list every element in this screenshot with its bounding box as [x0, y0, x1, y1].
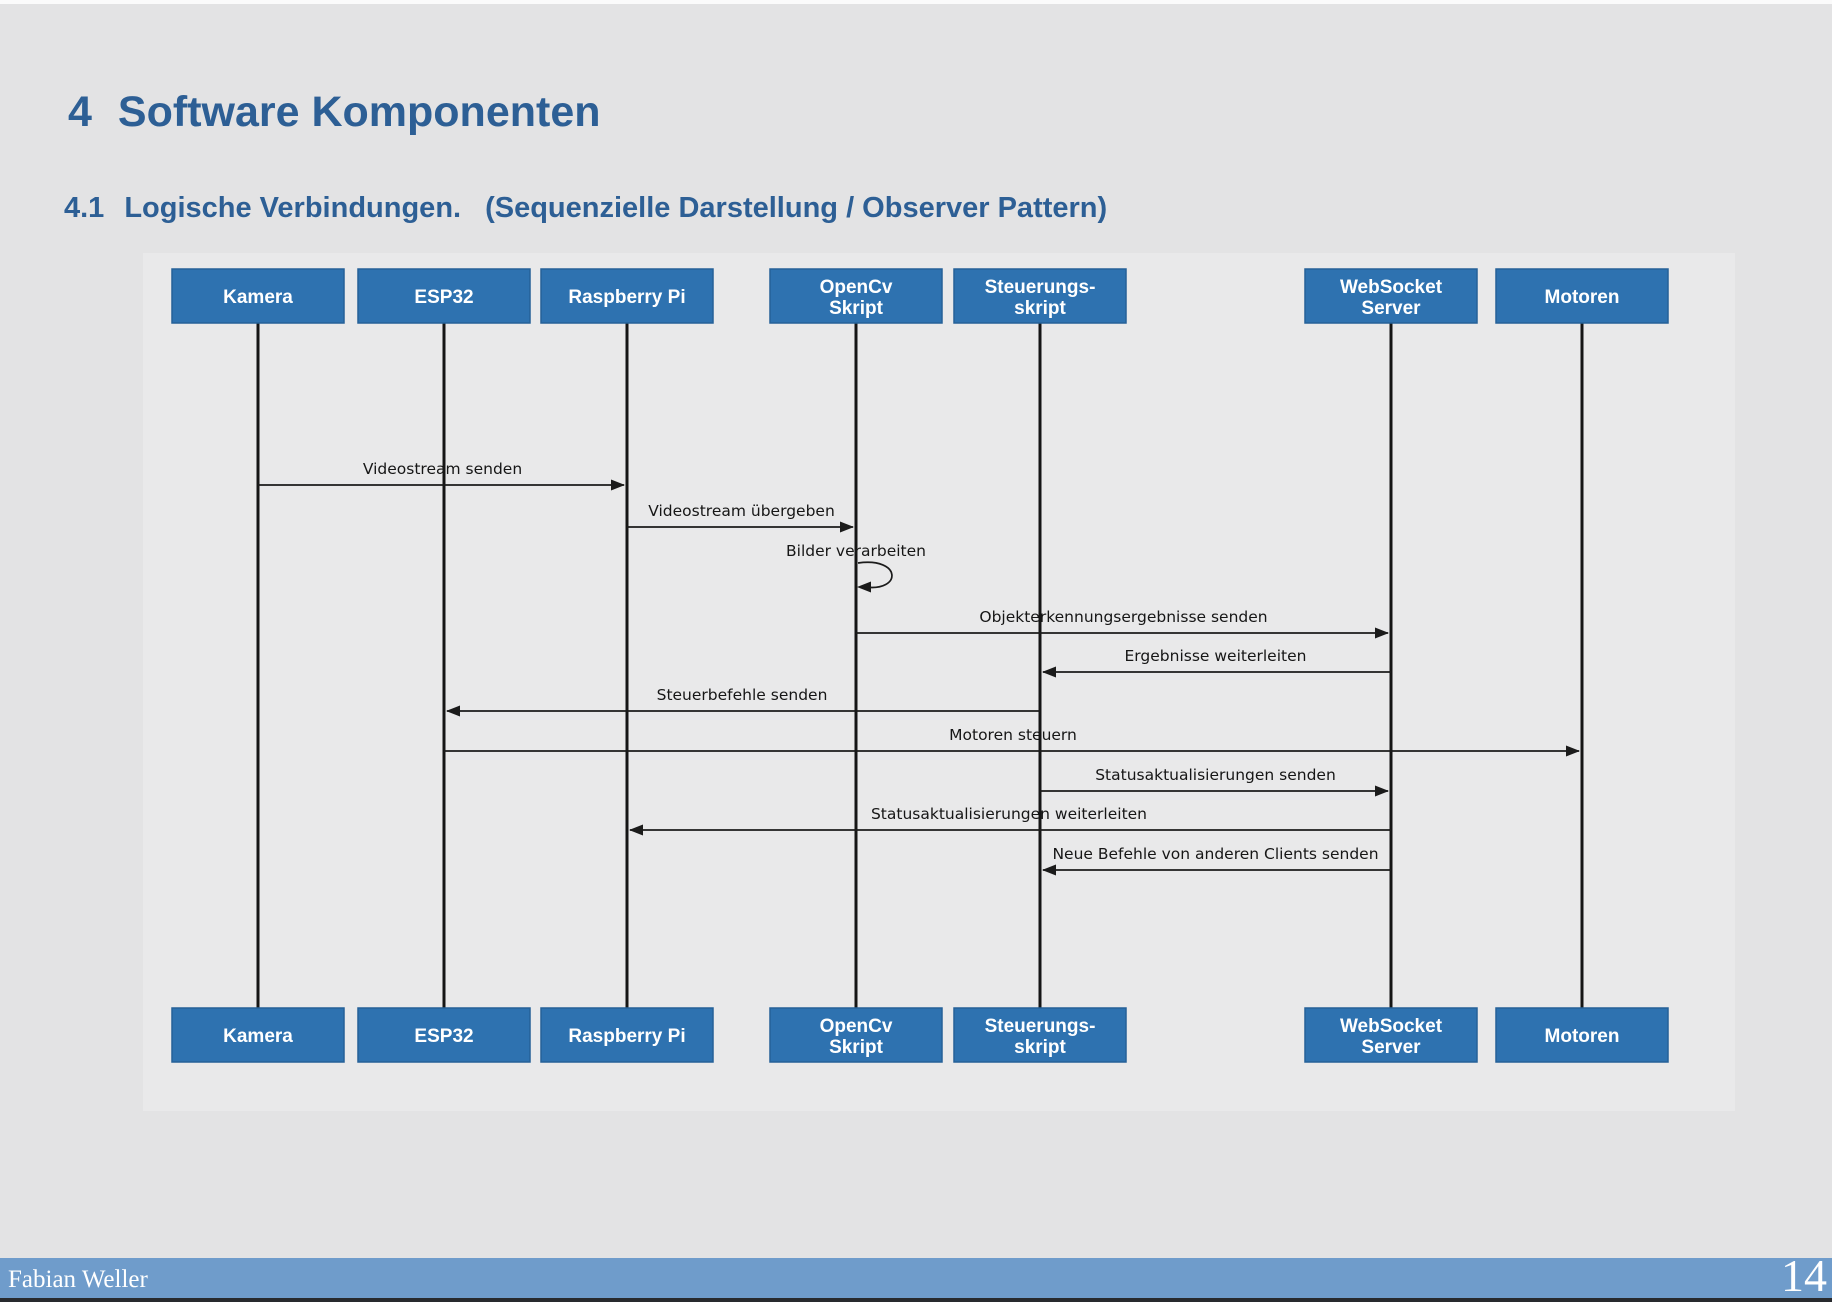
participant-box-raspberry-pi-bottom — [540, 1007, 714, 1063]
participant-box-websocket-server-bottom — [1304, 1007, 1478, 1063]
participant-label-motoren-bottom: Motoren — [1545, 1026, 1620, 1047]
self-message-loop — [857, 561, 893, 589]
participant-box-esp32-top — [357, 268, 531, 324]
participant-box-opencv-skript-top — [769, 268, 943, 324]
participant-box-kamera-bottom — [171, 1007, 345, 1063]
message-arrowhead — [1375, 785, 1389, 797]
message-label: Steuerbefehle senden — [657, 686, 828, 704]
message-arrowhead — [1566, 745, 1580, 757]
participant-label-kamera-top: Kamera — [223, 287, 293, 308]
participant-box-websocket-server-top — [1304, 268, 1478, 324]
participant-box-motoren-top — [1495, 268, 1669, 324]
participant-label-kamera-bottom: Kamera — [223, 1026, 293, 1047]
participant-box-kamera-top — [171, 268, 345, 324]
subsection-number: 4.1 — [64, 192, 105, 224]
participant-box-opencv-skript-bottom — [769, 1007, 943, 1063]
message-arrowhead — [1375, 627, 1389, 639]
participant-label-steuerungsskript-bottom: Steuerungs-skript — [985, 1016, 1096, 1058]
subsection-heading: 4.1 Logische Verbindungen. (Sequenzielle… — [64, 192, 1107, 225]
message-arrowhead — [629, 824, 643, 836]
participant-box-raspberry-pi-top — [540, 268, 714, 324]
section-title: Software Komponenten — [117, 88, 601, 136]
participant-box-steuerungsskript-bottom — [953, 1007, 1127, 1063]
participant-label-esp32-bottom: ESP32 — [414, 1026, 473, 1047]
participant-box-steuerungsskript-top — [953, 268, 1127, 324]
message-label: Videostream senden — [363, 460, 522, 478]
sequence-diagram-panel — [143, 253, 1735, 1111]
message-label: Motoren steuern — [949, 726, 1077, 744]
bottom-edge-strip — [0, 1298, 1832, 1302]
participant-label-raspberry-pi-bottom: Raspberry Pi — [568, 1026, 685, 1047]
message-arrowhead — [1042, 864, 1056, 876]
top-edge-strip — [0, 0, 1832, 4]
message-arrowhead — [611, 479, 625, 491]
section-number: 4 — [68, 88, 92, 136]
footer-page-number: 14 — [1781, 1250, 1827, 1301]
message-label: Bilder verarbeiten — [786, 542, 926, 560]
participant-box-esp32-bottom — [357, 1007, 531, 1063]
message-label: Statusaktualisierungen senden — [1095, 766, 1336, 784]
self-message-arrowhead — [857, 581, 871, 593]
message-label: Neue Befehle von anderen Clients senden — [1052, 845, 1378, 863]
message-arrowhead — [840, 521, 854, 533]
message-arrowhead — [446, 705, 460, 717]
participant-label-steuerungsskript-top: Steuerungs-skript — [985, 277, 1096, 319]
participant-box-motoren-bottom — [1495, 1007, 1669, 1063]
participant-label-raspberry-pi-top: Raspberry Pi — [568, 287, 685, 308]
message-label: Objekterkennungsergebnisse senden — [979, 608, 1267, 626]
footer-author: Fabian Weller — [8, 1266, 148, 1293]
message-arrowhead — [1042, 666, 1056, 678]
message-label: Ergebnisse weiterleiten — [1125, 647, 1307, 665]
message-label: Statusaktualisierungen weiterleiten — [871, 805, 1147, 823]
message-label: Videostream übergeben — [648, 502, 835, 520]
participant-label-esp32-top: ESP32 — [414, 287, 473, 308]
footer-bar: Fabian Weller 14 — [0, 1250, 1832, 1301]
subsection-title: Logische Verbindungen. — [124, 192, 462, 224]
subsection-suffix: (Sequenzielle Darstellung / Observer Pat… — [485, 192, 1108, 224]
participant-label-motoren-top: Motoren — [1545, 287, 1620, 308]
section-heading: 4 Software Komponenten — [68, 88, 601, 137]
